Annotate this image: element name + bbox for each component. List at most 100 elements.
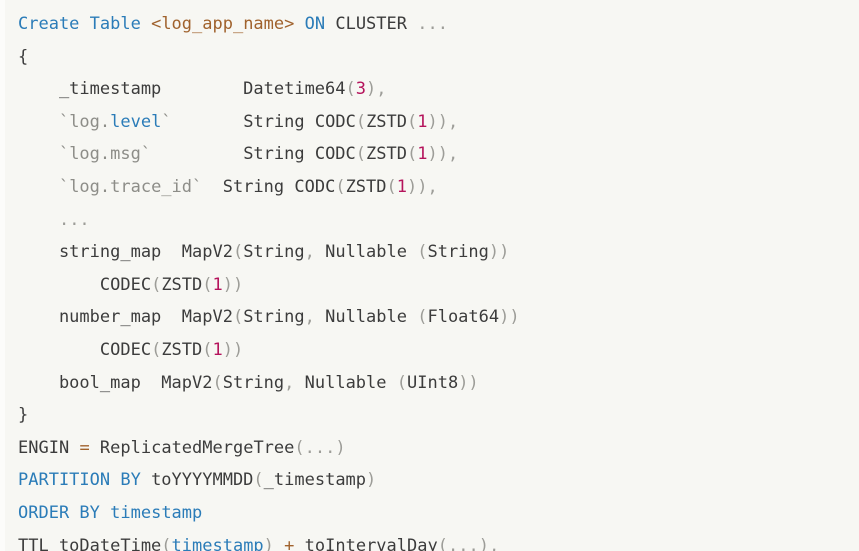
code-token-pun: )) [488,242,510,263]
code-token-kw: ORDER BY [18,502,100,523]
code-token-tick: `log.msg` [58,144,152,165]
code-line: _timestamp Datetime64(3), [18,73,859,106]
code-line: } [18,399,859,432]
code-token-id: ZSTD [366,144,407,165]
code-token-tick: `log.trace_id` [58,176,203,197]
code-line: `log.msg` String CODC(ZSTD(1)), [18,138,859,171]
code-token-ell: ... [58,209,90,230]
code-token-id: CODEC [18,274,152,295]
code-token-id [141,14,151,34]
code-token-op: = [79,437,90,458]
code-token-pun: ( [396,372,407,393]
code-token-id: String CODC [171,111,356,132]
code-token-pun: ) [263,535,274,551]
code-line: CODEC(ZSTD(1)) [18,334,859,367]
code-token-id [294,14,304,34]
code-token-pun: , [488,535,500,551]
code-token-num: 3 [355,79,367,100]
code-token-id: CODEC [18,339,152,360]
code-token-id: bool_map MapV2 [18,372,213,393]
code-token-num: 1 [212,339,223,360]
code-token-pun: ( [406,144,418,165]
code-token-id: CLUSTER [325,14,418,34]
code-token-id: String [243,242,305,263]
code-token-id [18,177,59,197]
code-token-id: _timestamp Datetime64 [18,79,346,100]
code-line: TTL toDateTime(timestamp) + toIntervalDa… [18,530,859,551]
code-token-id: toIntervalDay [294,535,438,551]
code-token-id: { [18,46,29,67]
code-token-pun: ( [232,307,244,328]
code-token-pun: ( [345,79,356,100]
code-token-ell: ... [304,437,336,458]
code-token-pun: ( [386,176,397,197]
code-token-pun: , [447,144,459,165]
code-token-pun: , [448,111,459,132]
code-token-ell: ... [417,14,448,34]
code-token-tick: ` [161,111,172,132]
code-token-num: 1 [417,111,428,132]
code-token-pun: ( [294,437,305,458]
code-token-pun: , [304,307,315,328]
code-token-id: Float64 [427,307,500,328]
code-line: ORDER BY timestamp [18,497,859,530]
code-token-num: 1 [212,274,223,295]
code-token-kw: PARTITION BY [18,470,141,491]
code-line: ... [18,204,859,237]
code-line: bool_map MapV2(String, Nullable (UInt8)) [18,367,859,400]
code-line: ENGIN = ReplicatedMergeTree(...) [18,432,859,465]
code-line: string_map MapV2(String, Nullable (Strin… [18,236,859,269]
code-token-kw: ON [304,14,326,34]
code-token-id: Nullable [314,242,418,263]
code-token-pun: )) [458,372,479,393]
code-token-id: TTL toDateTime [18,535,162,551]
code-token-pun: ( [417,242,428,263]
code-line: PARTITION BY toYYYYMMDD(_timestamp) [18,464,859,497]
code-token-op: + [284,535,295,551]
code-token-id: _timestamp [263,470,367,491]
code-token-pun: ( [232,242,244,263]
code-token-id [100,503,110,523]
code-line: `log.level` String CODC(ZSTD(1)), [18,106,859,139]
code-token-id: String CODC [151,144,356,165]
code-token-id: ZSTD [161,339,203,360]
code-token-ell: ... [447,535,479,551]
code-token-pun: ( [151,274,162,295]
code-token-pun: , [376,79,387,100]
code-token-pun: , [427,176,438,197]
code-token-id: ZSTD [345,176,387,197]
code-token-pun: )) [427,144,448,165]
code-token-kw: level [110,111,162,132]
code-token-pun: ( [407,111,418,132]
code-token-id: toYYYYMMDD [140,470,254,491]
code-token-pun: ) [366,79,377,100]
code-token-id [18,112,59,132]
code-token-pun: ) [478,535,489,551]
code-token-pun: ( [437,535,448,551]
code-token-pun: )) [407,176,428,197]
code-token-pun: ) [366,470,377,491]
code-token-id: ENGIN [18,437,70,458]
code-line: { [18,41,859,74]
code-token-id: UInt8 [407,372,459,393]
code-text[interactable]: Create Table <log_app_name> ON CLUSTER .… [5,0,859,551]
code-token-pun: ( [335,176,346,197]
code-token-num: 1 [396,176,408,197]
code-token-pun: )) [427,111,448,132]
code-token-id: String CODC [202,176,336,197]
code-token-id: String [427,242,489,263]
code-token-id: ReplicatedMergeTree [89,437,295,458]
code-line: Create Table <log_app_name> ON CLUSTER .… [18,8,859,41]
code-token-id [18,210,59,230]
code-token-id: String [222,372,285,393]
code-token-kw: timestamp [110,502,203,523]
code-token-pun: ( [253,470,264,491]
code-token-id: Nullable [314,307,418,328]
code-token-id [18,144,59,164]
code-token-pun: ( [161,535,172,551]
code-token-pun: )) [222,339,244,360]
code-token-id: Nullable [294,372,397,393]
code-token-id: string_map MapV2 [18,242,233,263]
code-token-id: ZSTD [366,111,408,132]
code-token-num: 1 [417,144,428,165]
